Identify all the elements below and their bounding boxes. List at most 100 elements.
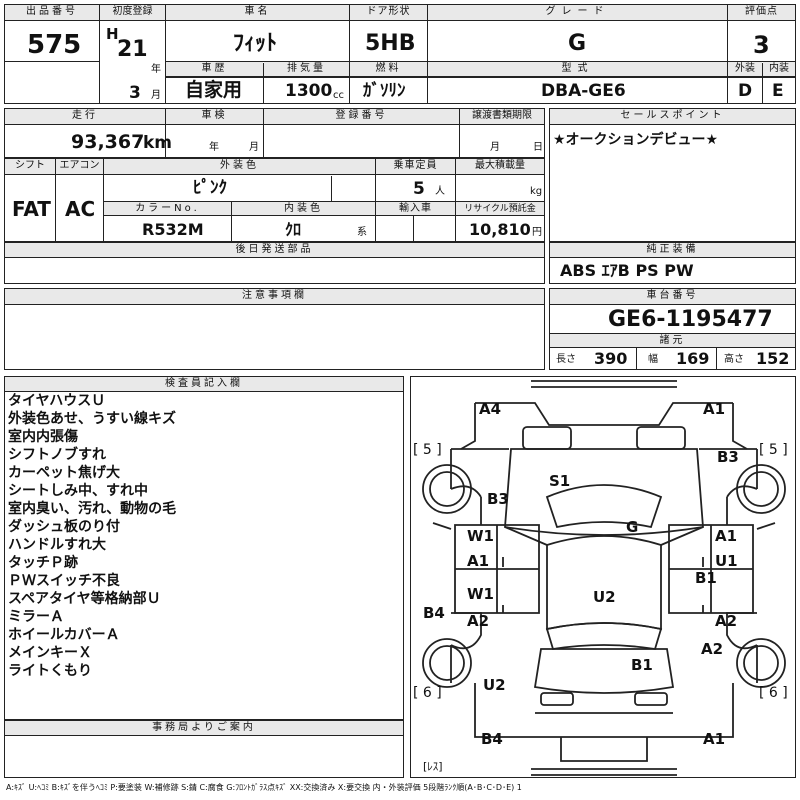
car-diagram xyxy=(422,380,786,776)
color-value: ﾋﾟﾝｸ xyxy=(193,178,227,198)
transfer-label: 譲渡書類期限 xyxy=(460,109,544,125)
list-item: スペアタイヤ等格納部Ｕ xyxy=(8,591,161,607)
mileage-label: 走行 xyxy=(5,109,165,125)
int-color-unit: 系 xyxy=(357,227,367,238)
exterior-label: 外装 xyxy=(728,62,762,77)
inspection-label: 車検 xyxy=(166,109,263,125)
list-item: シフトノブすれ xyxy=(8,447,106,463)
length-label: 長さ xyxy=(556,354,576,365)
tire-depth-rear-left: [ 6 ] xyxy=(413,685,442,701)
displacement-unit: cc xyxy=(333,90,344,101)
width-value: 169 xyxy=(676,349,710,368)
model-label: 型式 xyxy=(428,62,727,77)
interior-label: 内装 xyxy=(763,62,795,77)
width-label: 幅 xyxy=(648,354,658,365)
inspector-notes-list: タイヤハウスＵ 外装色あせ、うすい線キズ 室内内張傷 シフトノブすれ カーペット… xyxy=(8,392,176,680)
damage-s1-hood: S1 xyxy=(549,472,571,490)
door-label: ドア形状 xyxy=(350,5,427,21)
transfer-month-unit: 月 xyxy=(490,142,500,153)
era: H xyxy=(106,25,119,43)
equipment-section: 純正装備 ABS ｴｱB PS PW xyxy=(549,242,796,284)
later-parts-label: 後日発送部品 xyxy=(5,243,544,258)
chassis-section: 車台番号 GE6-1195477 諸元 長さ 390 幅 169 高さ 152 xyxy=(549,288,796,370)
shift-label: シフト xyxy=(5,159,55,175)
height-label: 高さ xyxy=(724,354,744,365)
mileage-unit: km xyxy=(143,133,173,153)
damage-b4-rear: B4 xyxy=(481,730,503,748)
reg-year: 21 xyxy=(117,37,148,62)
tire-depth-front-right: [ 5 ] xyxy=(759,442,788,458)
list-item: タッチＰ跡 xyxy=(8,555,78,571)
list-item: ミラーＡ xyxy=(8,609,64,625)
shift-value: FAT xyxy=(12,197,51,221)
int-color-label: 内装色 xyxy=(232,202,375,216)
damage-b1-rear: B1 xyxy=(631,656,653,674)
chassis-label: 車台番号 xyxy=(550,289,795,305)
list-item: タイヤハウスＵ xyxy=(8,393,106,409)
capacity-unit: 人 xyxy=(435,186,445,197)
equipment-value: ABS ｴｱB PS PW xyxy=(560,261,694,280)
tire-depth-front-left: [ 5 ] xyxy=(413,442,442,458)
history: 自家用 xyxy=(185,79,243,101)
damage-u2-left-rear: U2 xyxy=(483,676,506,694)
ac-label: エアコン xyxy=(56,159,103,175)
damage-a1-front: A1 xyxy=(703,400,726,418)
displacement: 1300 xyxy=(285,81,333,101)
fuel-label: 燃料 xyxy=(350,62,427,77)
equipment-label: 純正装備 xyxy=(550,243,795,258)
month-unit: 月 xyxy=(151,90,161,101)
notes-label: 注意事項欄 xyxy=(5,289,544,305)
list-item: ＰＷスイッチ不良 xyxy=(8,573,120,589)
list-item: シートしみ中、すれ中 xyxy=(8,483,148,499)
recycle-unit: 円 xyxy=(532,227,542,238)
mileage-value: 93,367 xyxy=(71,131,145,153)
list-item: ダッシュ板のり付 xyxy=(8,519,120,535)
import-label: 輸入車 xyxy=(376,202,455,216)
year-unit: 年 xyxy=(151,64,161,75)
damage-a1-right-front: A1 xyxy=(715,527,738,545)
list-item: ホイールカバーＡ xyxy=(8,627,120,643)
fuel: ｶﾞｿﾘﾝ xyxy=(363,81,406,101)
list-item: 外装色あせ、うすい線キズ xyxy=(8,411,176,427)
damage-a2-right-fender: A2 xyxy=(701,640,724,658)
height-value: 152 xyxy=(756,349,790,368)
selling-point: ★オークションデビュー★ xyxy=(553,132,719,148)
color-no-label: カラーNo. xyxy=(104,202,231,216)
lot-label: 出品番号 xyxy=(5,5,99,21)
recycle-label: リサイクル預託金 xyxy=(456,202,544,216)
length-value: 390 xyxy=(594,349,628,368)
score-label: 評価点 xyxy=(728,5,795,21)
spec-section: シフト エアコン 外装色 乗車定員 最大積載量 カラーNo. 内装色 輸入車 リ… xyxy=(4,158,545,242)
exterior-grade: D xyxy=(738,81,753,101)
chassis-number: GE6-1195477 xyxy=(608,307,773,332)
list-item: メインキーＸ xyxy=(8,645,92,661)
model-code: DBA-GE6 xyxy=(541,81,626,101)
car-diagram-section: A4 A1 B3 S1 B3 G W1 A1 A1 U1 B1 W1 A2 U2… xyxy=(410,376,796,778)
max-load-label: 最大積載量 xyxy=(456,159,544,175)
capacity-value: 5 xyxy=(413,179,425,199)
score: 3 xyxy=(753,31,770,59)
history-label: 車歴 xyxy=(166,62,263,77)
damage-g-windshield: G xyxy=(626,518,639,536)
damage-b1-right: B1 xyxy=(695,569,717,587)
list-item: ハンドルすれ大 xyxy=(8,537,106,553)
door-type: 5HB xyxy=(365,31,416,56)
grade-label: グレード xyxy=(428,5,727,21)
list-item: 室内臭い、汚れ、動物の毛 xyxy=(8,501,177,517)
header-section: 出品番号 初度登録 車名 ドア形状 グレード 評価点 車歴 排気量 燃料 型式 … xyxy=(4,4,796,104)
damage-a2-right-rear: A2 xyxy=(715,612,738,630)
list-item: 室内内張傷 xyxy=(8,429,78,445)
int-color-value: ｸﾛ xyxy=(285,220,302,239)
displacement-label: 排気量 xyxy=(264,62,349,77)
damage-w1-left-front: W1 xyxy=(467,527,494,545)
color-no-value: R532M xyxy=(142,220,204,239)
damage-code-legend: A:ｷｽﾞ U:ﾍｺﾐ B:ｷｽﾞを伴うﾍｺﾐ P:要塗装 W:補修跡 S:錆 … xyxy=(6,783,522,792)
interior-grade: E xyxy=(772,81,784,101)
office-section: 事務局よりご案内 xyxy=(4,720,404,778)
reg-month: 3 xyxy=(129,83,141,103)
selling-point-label: セールスポイント xyxy=(550,109,795,125)
notes-section: 注意事項欄 xyxy=(4,288,545,370)
list-item: カーペット焦げ大 xyxy=(8,465,120,481)
damage-b3-left: B3 xyxy=(487,490,509,508)
registration-label: 登録番号 xyxy=(264,109,459,125)
